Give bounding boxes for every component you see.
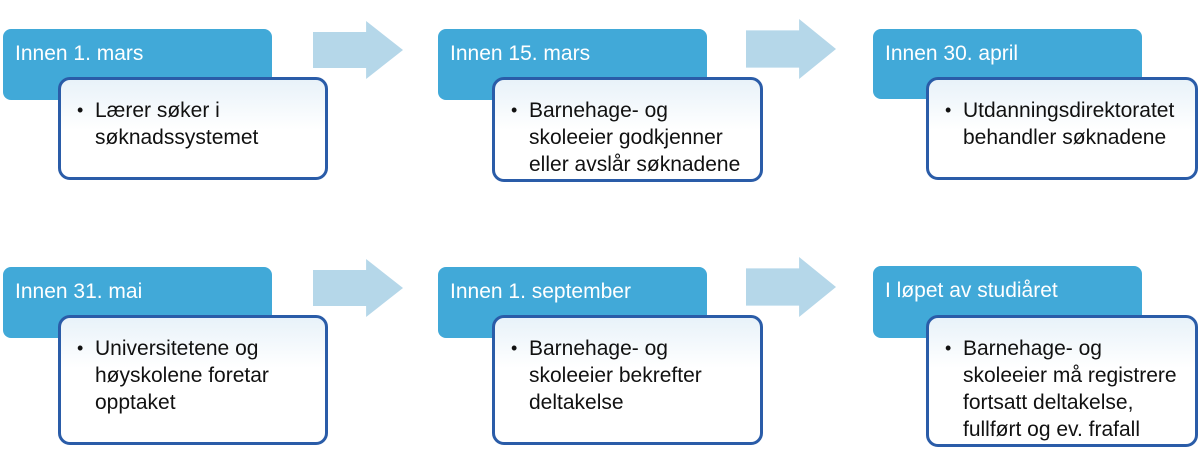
step-3-bullet-row: • Utdanningsdirektoratet behandler søkna… — [929, 80, 1195, 151]
step-1-header-label: Innen 1. mars — [15, 42, 144, 65]
step-5-bullet-row: • Barnehage- og skoleeier bekrefter delt… — [495, 318, 760, 416]
flow-arrow-right-icon — [746, 19, 836, 79]
step-2-box: • Barnehage- og skoleeier godkjenner ell… — [492, 77, 763, 182]
bullet-icon: • — [945, 100, 952, 120]
step-2-bullet-text: Barnehage- og skoleeier godkjenner eller… — [529, 99, 741, 176]
bullet-icon: • — [77, 338, 84, 358]
step-6-header-label: I løpet av studiåret — [885, 279, 1058, 302]
step-5-header-label: Innen 1. september — [450, 280, 631, 303]
step-2-bullet-row: • Barnehage- og skoleeier godkjenner ell… — [495, 80, 760, 178]
step-4-bullet-row: • Universitetene og høyskolene foretar o… — [61, 318, 325, 416]
bullet-icon: • — [511, 338, 518, 358]
step-6-box: • Barnehage- og skoleeier må registrere … — [926, 315, 1198, 447]
bullet-icon: • — [77, 100, 84, 120]
flow-arrow-right-icon — [746, 257, 836, 317]
step-1-bullet-text: Lærer søker i søknadssystemet — [95, 99, 259, 149]
step-1-bullet-row: • Lærer søker i søknadssystemet — [61, 80, 325, 151]
step-4-bullet-text: Universitetene og høyskolene foretar opp… — [95, 337, 269, 414]
step-3-bullet-text: Utdanningsdirektoratet behandler søknade… — [963, 99, 1175, 149]
flow-arrow-right-icon — [313, 259, 403, 317]
step-6-bullet-text: Barnehage- og skoleeier må registrere fo… — [963, 337, 1177, 441]
step-3-header-label: Innen 30. april — [885, 42, 1019, 65]
step-5-bullet-text: Barnehage- og skoleeier bekrefter deltak… — [529, 337, 702, 414]
bullet-icon: • — [945, 338, 952, 358]
step-5-box: • Barnehage- og skoleeier bekrefter delt… — [492, 315, 763, 445]
flow-arrow-right-icon — [313, 21, 403, 79]
step-1-box: • Lærer søker i søknadssystemet — [58, 77, 328, 180]
step-2-header-label: Innen 15. mars — [450, 42, 591, 65]
bullet-icon: • — [511, 100, 518, 120]
step-4-header-label: Innen 31. mai — [15, 280, 143, 303]
step-6-bullet-row: • Barnehage- og skoleeier må registrere … — [929, 318, 1195, 443]
step-3-box: • Utdanningsdirektoratet behandler søkna… — [926, 77, 1198, 180]
step-4-box: • Universitetene og høyskolene foretar o… — [58, 315, 328, 445]
